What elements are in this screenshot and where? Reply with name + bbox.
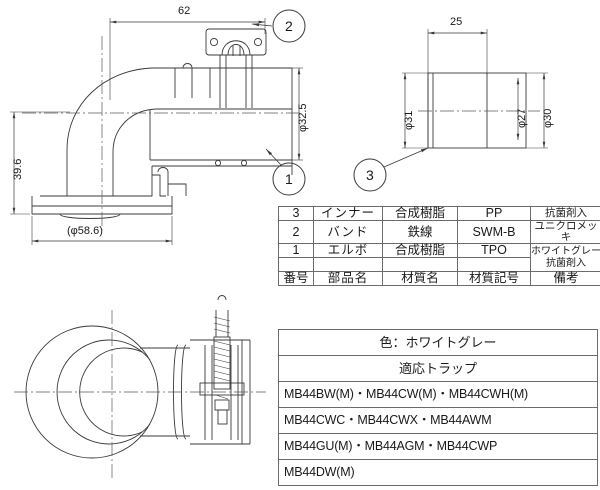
cell-code: SWM-B [457,220,531,245]
elbow-inner-contour [112,108,292,196]
dimension-label-flange-dia: (φ58.6) [67,225,103,237]
band-clamp-arch-inner [227,44,245,56]
callout-label-1: 1 [285,171,293,187]
cell-part: インナー [313,205,383,222]
table-header-row: 番号 部品名 材質名 材質記号 備考 [278,271,600,287]
table-row: MB44GU(M)・MB44AGM・MB44CWP [278,433,598,460]
band-clamp-hole-left [209,37,219,47]
cell-remarks: 抗菌剤入 [530,205,600,222]
dimension-label-39-6: 39.6 [12,158,24,180]
cell-mat: 鉄線 [382,220,458,245]
table-row: 2 バンド 鉄線 SWM-B ユニクロメッキ [278,220,600,245]
trap-model-row: MB44BW(M)・MB44CW(M)・MB44CWH(M) [278,381,598,408]
band-clamp-hole-right [253,37,263,47]
cell-remarks: ユニクロメッキ [530,220,600,245]
dimension-25 [427,29,488,75]
spigot-lip [157,167,169,196]
header-no: 番号 [278,271,314,287]
dimension-62 [109,18,266,100]
body-circle-upper [56,339,151,445]
callout-2 [251,9,306,43]
vent-hole-2 [240,159,248,167]
header-remarks: 備考 [530,271,600,287]
header-code: 材質記号 [457,271,531,287]
cell-part: バンド [313,220,383,245]
dimension-label-phi31: φ31 [403,110,415,130]
cell-blank [382,257,458,273]
trap-table-header: 適応トラップ [278,355,598,382]
band-clamp-plate [205,28,267,56]
cell-mat: 合成樹脂 [382,205,458,222]
callout-3 [353,147,429,192]
table-row: 3 インナー 合成樹脂 PP 抗菌剤入 [278,205,600,222]
elbow-outer-contour [66,67,292,196]
table-row: 1 エルボ 合成樹脂 TPO ホワイトグレー 抗菌剤入 [278,243,600,273]
dimension-flange-diameter [31,216,173,245]
applicable-trap-table: 色：ホワイトグレー 適応トラップ MB44BW(M)・MB44CW(M)・MB4… [278,329,598,486]
plan-screw-threads [213,316,231,400]
callout-label-3: 3 [366,167,374,183]
header-part: 部品名 [313,271,383,287]
cell-code: PP [457,205,531,222]
color-row: 色：ホワイトグレー [278,329,598,356]
spigot-shelf [168,183,187,196]
cell-mat: 合成樹脂 [382,243,458,259]
centerline-main [22,36,300,230]
body-circle-inner [79,347,143,437]
table-row: MB44BW(M)・MB44CW(M)・MB44CWH(M) [278,381,598,408]
table-row: MB44CWC・MB44CWX・MB44AWM [278,407,598,434]
dimension-hose-diameter [292,67,303,161]
band-clamp-arch [221,40,251,56]
flange-seal-curve [59,213,121,219]
parts-table: 3 インナー 合成樹脂 PP 抗菌剤入 2 バンド 鉄線 SWM-B ユニクロメ… [278,205,600,287]
flange-top-profile [40,174,166,197]
cell-no: 1 [278,243,314,259]
cell-no: 2 [278,220,314,245]
vent-hole-1 [214,159,222,167]
cell-remarks-line2: 抗菌剤入 [546,257,586,269]
plan-screw-tip [217,295,227,301]
dimension-label-62: 62 [178,5,191,17]
header-mat: 材質名 [382,271,458,287]
plan-screw-shaft [213,336,231,390]
cell-blank [278,257,314,273]
cell-no: 3 [278,205,314,222]
plan-screw-end [217,409,228,425]
inner-sleeve-view [427,72,527,149]
dimension-label-hose-dia: φ32.5 [297,103,309,132]
dimension-phi30 [526,72,548,149]
band-clamp-screw [232,46,241,56]
band-strap-right [245,55,253,108]
main-elbow-side-view [31,63,293,219]
dimension-label-25: 25 [450,16,463,28]
dimension-39-6 [10,111,70,215]
table-row: 色：ホワイトグレー [278,329,598,356]
plan-clamp-plate [199,382,245,396]
plan-band-clamp [199,295,245,440]
dimension-label-phi27: φ27 [516,108,528,128]
cell-remarks: ホワイトグレー 抗菌剤入 [530,243,600,273]
cell-blank [313,257,383,273]
trap-model-row: MB44GU(M)・MB44AGM・MB44CWP [278,433,598,460]
dimension-label-phi30: φ30 [542,108,554,128]
table-row: MB44DW(M) [278,459,598,486]
callout-label-2: 2 [285,18,293,34]
trap-model-row: MB44CWC・MB44CWX・MB44AWM [278,407,598,434]
trap-model-row: MB44DW(M) [278,459,598,486]
centerline-plan [14,310,266,478]
callout-1 [265,148,306,196]
cell-remarks-line1: ホワイトグレー [531,245,600,257]
band-strap-left [219,55,227,108]
barb-rib-2 [182,63,193,98]
sleeve-outer-body [427,72,527,149]
cell-code: TPO [457,243,531,259]
cell-blank [457,257,531,273]
band-clamp-detail [205,28,267,108]
plan-screw-nut [214,399,230,411]
table-header-row: 適応トラップ [278,355,598,382]
plan-screw-upper [215,310,229,337]
cell-part: エルボ [313,243,383,259]
